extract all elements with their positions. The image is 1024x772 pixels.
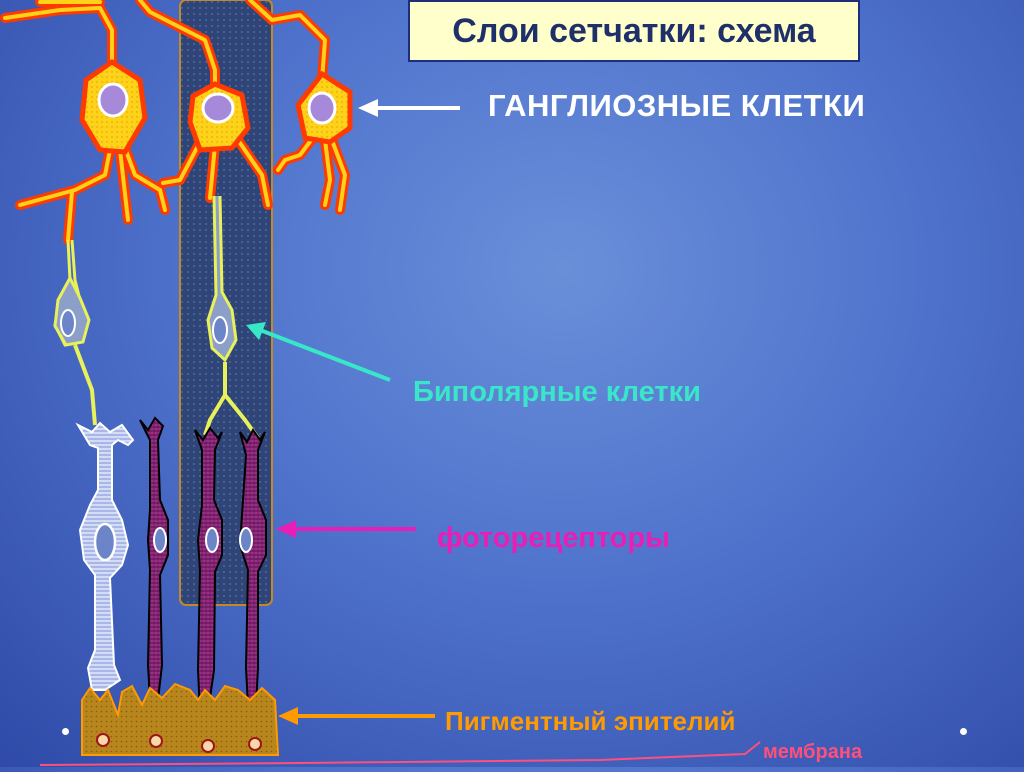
pigment-epithelium-label: Пигментный эпителий: [445, 706, 736, 736]
title-box: Слои сетчатки: схема: [408, 0, 860, 62]
slide-dot-right: [960, 728, 967, 735]
membrane-line: [39, 741, 761, 766]
bipolar-cells-label: Биполярные клетки: [413, 376, 701, 408]
pigment-nuclei: [96, 733, 262, 753]
membrane-label: мембрана: [763, 741, 863, 763]
arrow-pigment: [278, 707, 435, 725]
page-title: Слои сетчатки: схема: [452, 11, 816, 50]
rod-cells: [139, 416, 267, 713]
pigment-epithelium: [81, 682, 280, 756]
bipolar-cells: [53, 195, 260, 440]
cone-cell: [75, 421, 135, 691]
photoreceptors-label: фоторецепторы: [437, 522, 670, 554]
ganglion-cells-label: ГАНГЛИОЗНЫЕ КЛЕТКИ: [488, 88, 866, 123]
arrow-ganglion: [358, 99, 460, 117]
ganglion-cells: [0, 0, 350, 245]
arrow-bipolar: [246, 322, 391, 382]
slide-dot-left: [62, 728, 69, 735]
arrow-photoreceptors: [276, 520, 416, 538]
